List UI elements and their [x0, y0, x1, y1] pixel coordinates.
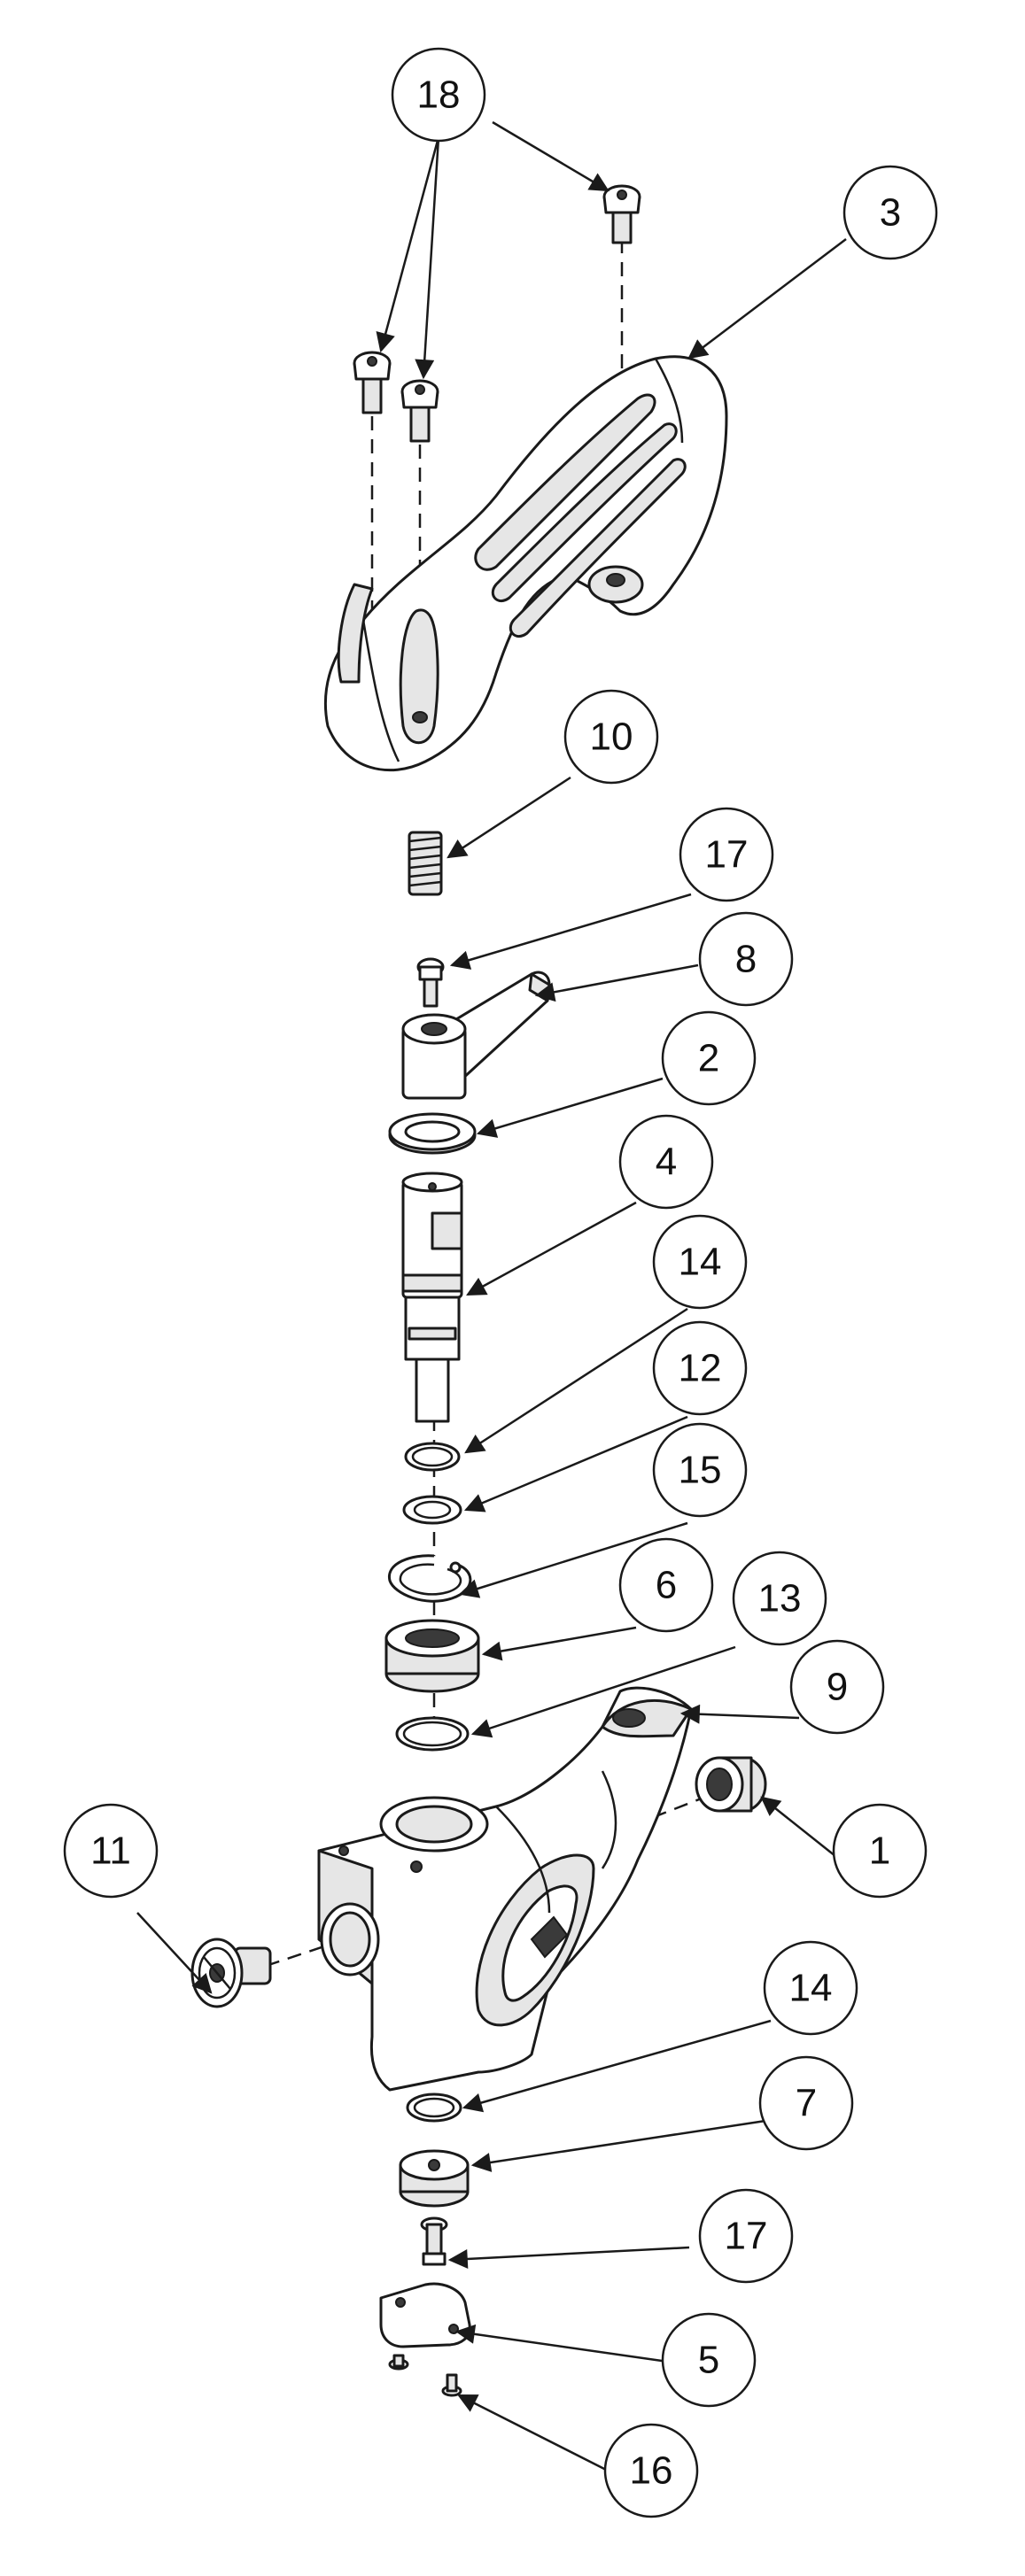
callout-17-upper: 17 [679, 807, 774, 902]
callout-16: 16 [603, 2423, 699, 2518]
callout-bubbles: 18 3 10 17 8 2 4 14 12 15 6 13 9 1 11 14… [63, 47, 938, 2518]
part-16-screws [388, 2354, 462, 2397]
part-7-lower-bushing [399, 2149, 470, 2208]
callout-17-lower: 17 [698, 2188, 794, 2284]
part-14-o-ring-lower [406, 2093, 462, 2123]
callout-6-label: 6 [656, 1564, 677, 1607]
callout-15: 15 [652, 1422, 748, 1518]
callout-8-label: 8 [735, 938, 757, 981]
part-3-handle-cover [323, 355, 728, 772]
callout-12: 12 [652, 1320, 748, 1416]
callout-18: 18 [391, 47, 486, 143]
callout-9-label: 9 [827, 1666, 848, 1709]
callout-14-upper: 14 [652, 1214, 748, 1310]
callout-4-label: 4 [656, 1141, 677, 1184]
part-5-cover-plate [379, 2282, 471, 2348]
callout-5: 5 [661, 2312, 757, 2408]
part-6-bushing [384, 1619, 480, 1693]
callout-2: 2 [661, 1010, 757, 1106]
part-1-end-plug [695, 1756, 767, 1813]
callout-14-lower: 14 [763, 1940, 858, 2036]
callout-7-label: 7 [796, 2082, 817, 2125]
callout-11: 11 [63, 1803, 159, 1899]
callout-1-label: 1 [869, 1830, 890, 1873]
callout-3-label: 3 [880, 191, 901, 235]
part-9-main-body [317, 1686, 693, 2092]
part-2-washer [388, 1112, 477, 1155]
part-12-washer [402, 1495, 462, 1525]
part-18-screw-b [353, 351, 392, 414]
callout-3: 3 [843, 165, 938, 260]
part-18-screw-c [400, 379, 439, 443]
callout-18-label: 18 [417, 73, 461, 117]
callout-6: 6 [618, 1537, 714, 1633]
callout-10-label: 10 [590, 716, 633, 759]
part-13-o-ring [395, 1716, 470, 1752]
callout-5-label: 5 [698, 2339, 719, 2382]
part-4-shaft [401, 1172, 463, 1423]
callout-13: 13 [732, 1551, 827, 1646]
part-18-screw-a [602, 184, 641, 244]
part-15-retaining-clip [388, 1554, 472, 1603]
part-10-threaded-stud [408, 831, 443, 896]
leader-lines [136, 120, 847, 2472]
callout-11-label: 11 [90, 1830, 131, 1873]
callout-9: 9 [789, 1639, 885, 1735]
callout-10: 10 [563, 689, 659, 785]
callout-4: 4 [618, 1114, 714, 1210]
callout-1: 1 [832, 1803, 928, 1899]
part-11-adjust-knob [190, 1938, 272, 2008]
callout-17-lower-label: 17 [725, 2215, 768, 2258]
callout-16-label: 16 [630, 2449, 673, 2493]
part-14-o-ring-upper [404, 1442, 461, 1472]
callout-17-upper-label: 17 [705, 833, 749, 877]
part-17-screw-lower [420, 2216, 448, 2266]
part-17-screw-upper [416, 957, 445, 1008]
callout-13-label: 13 [758, 1577, 802, 1621]
callout-7: 7 [758, 2055, 854, 2151]
callout-12-label: 12 [679, 1347, 722, 1390]
callout-2-label: 2 [698, 1037, 719, 1080]
callout-15-label: 15 [679, 1449, 722, 1492]
callout-14-lower-label: 14 [789, 1967, 833, 2010]
callout-8: 8 [698, 911, 794, 1007]
callout-14-upper-label: 14 [679, 1241, 722, 1284]
